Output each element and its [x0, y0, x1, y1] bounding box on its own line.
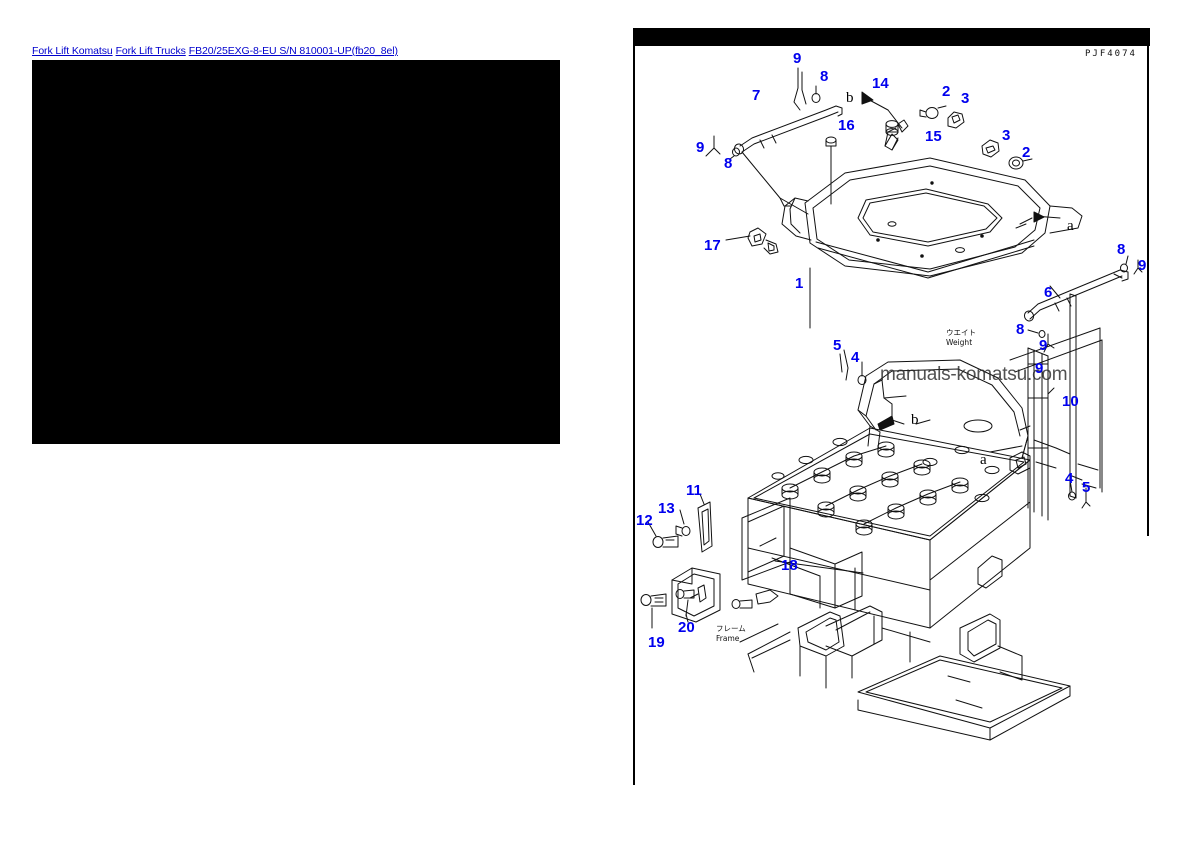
callout-9: 9 — [1035, 360, 1044, 377]
callout-20: 20 — [678, 619, 695, 636]
callout-10: 10 — [1062, 393, 1079, 410]
watermark-text: manuals-komatsu.com — [880, 364, 1068, 385]
callout-2: 2 — [1022, 144, 1031, 161]
callout-8: 8 — [724, 155, 733, 172]
diagram-linework — [640, 67, 1143, 741]
parts-diagram-panel: PJF4074 — [630, 28, 1150, 788]
thumbnail-image-placeholder[interactable] — [32, 60, 560, 444]
breadcrumb-link-2[interactable]: Fork Lift Trucks — [115, 45, 186, 57]
breadcrumb: Fork Lift Komatsu Fork Lift Trucks FB20/… — [32, 44, 560, 59]
callout-b: b — [846, 90, 854, 106]
callout-1: 1 — [795, 275, 804, 292]
callout-8: 8 — [820, 68, 829, 85]
weight-label-jp: ウエイト — [946, 328, 976, 337]
callout-9: 9 — [696, 139, 705, 156]
callout-16: 16 — [838, 117, 855, 134]
callout-11: 11 — [686, 482, 702, 499]
callout-15: 15 — [925, 128, 942, 145]
left-panel: Fork Lift Komatsu Fork Lift Trucks FB20/… — [32, 44, 560, 444]
callout-a: a — [1067, 218, 1074, 234]
breadcrumb-link-3[interactable]: FB20/25EXG-8-EU S/N 810001-UP(fb20_8el) — [188, 45, 398, 57]
callout-9: 9 — [1039, 337, 1048, 354]
drawing-code-label: PJF4074 — [1085, 49, 1137, 59]
callout-14: 14 — [872, 75, 889, 92]
callout-17: 17 — [704, 237, 721, 254]
callout-12: 12 — [636, 512, 653, 529]
breadcrumb-link-1[interactable]: Fork Lift Komatsu — [32, 45, 113, 57]
callout-7: 7 — [752, 87, 761, 104]
callout-4: 4 — [1065, 470, 1074, 487]
callout-6: 6 — [1044, 284, 1053, 301]
callout-3: 3 — [1002, 127, 1011, 144]
callout-9: 9 — [793, 50, 802, 67]
callout-5: 5 — [1082, 479, 1091, 496]
callout-8: 8 — [1016, 321, 1025, 338]
callout-5: 5 — [833, 337, 842, 354]
callout-18: 18 — [781, 557, 798, 574]
callout-4: 4 — [851, 349, 860, 366]
frame-label-en: Frame — [716, 634, 740, 643]
diagram-frame-right-border — [1147, 46, 1149, 536]
callout-b: b — [911, 412, 919, 428]
callout-3: 3 — [961, 90, 970, 107]
callout-2: 2 — [942, 83, 951, 100]
callout-9: 9 — [1138, 257, 1147, 274]
diagram-header-bar — [635, 28, 1150, 46]
frame-label-jp: フレーム — [716, 624, 746, 633]
weight-label-en: Weight — [946, 338, 973, 347]
callout-13: 13 — [658, 500, 675, 517]
callout-19: 19 — [648, 634, 665, 651]
callout-8: 8 — [1117, 241, 1126, 258]
callout-a: a — [980, 452, 987, 468]
diagram-frame-left-border — [633, 28, 635, 785]
